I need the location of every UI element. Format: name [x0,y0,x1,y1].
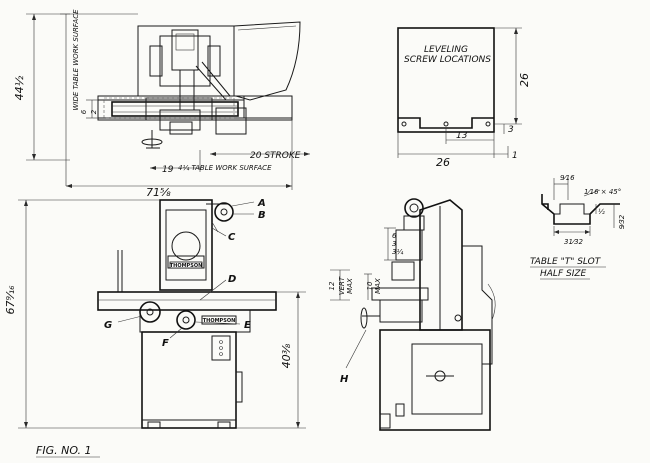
dim-overall-width [66,120,293,190]
dim-narrow-table-label: 4¼ TABLE WORK SURFACE [178,164,272,172]
dim-19-label: 19 [162,165,174,175]
side-dim-3: 3 [392,240,396,248]
side-dim-31: 3¼ [392,248,403,256]
base-nameplate: THOMPSON [203,318,236,324]
dim-19 [150,150,201,172]
leveling-title-1: LEVELING [424,45,468,55]
dim-column-height [236,291,306,429]
tslot-chamfer: 1⁄16 × 45° [584,188,621,196]
callout-c: C [228,232,236,243]
callout-d: D [228,274,236,285]
tslot-932: 9⁄32 [618,214,626,229]
column-nameplate: THOMPSON [170,263,203,269]
leveling-13: 13 [456,131,468,141]
dim-stroke-label: 20 STROKE [250,151,301,161]
dim-total-height [26,13,70,161]
side-dim-10: 10 [366,281,374,290]
dim-base-height-label: 67⁹⁄₁₆ [4,285,17,315]
callout-b: B [258,210,266,221]
front-view [97,199,277,429]
column-nameplate-bg [169,261,203,269]
side-dim-max1: MAX [346,278,354,294]
dim-overall-width-label: 71⅝ [146,186,171,199]
figure-caption: FIG. NO. 1 [36,444,92,457]
dim-wide-table-label: WIDE TABLE WORK SURFACE [72,9,80,111]
leveling-1: 1 [512,151,518,161]
side-dim-12: 12 [328,281,336,290]
side-dim-vert: VERT [338,276,346,295]
callout-g: G [104,320,112,331]
dim-column-height-label: 40⅜ [280,343,293,368]
tslot-sub: HALF SIZE [540,269,587,279]
dim-stroke [210,152,310,156]
side-view [330,198,496,431]
callout-h: H [340,374,349,385]
callout-a: A [257,198,266,209]
dim-wide-table [60,13,138,186]
tslot-3132: 31⁄32 [564,238,584,246]
dim-total-height-label: 44½ [13,75,26,100]
tslot-916: 9⁄16 [560,174,575,182]
leveling-title-2: SCREW LOCATIONS [404,55,491,65]
callout-f: F [162,338,169,349]
side-dim-max2: MAX [374,278,382,294]
leveling-plan [397,27,522,158]
leveling-3: 3 [508,125,514,135]
leveling-26-height: 26 [518,73,531,87]
dim-base-height [18,199,160,429]
tslot-width: ½ [598,208,605,216]
callout-leaders-front [117,201,255,339]
tslot-detail [541,178,620,236]
dim-small-6: 6 [80,109,88,114]
top-view [86,21,301,149]
dim-small-2: 2 [90,109,98,114]
leveling-26-width: 26 [436,156,450,169]
side-dim-6: 6 [392,232,397,240]
tslot-title: TABLE "T" SLOT [530,257,602,267]
callout-e: E [244,320,251,331]
